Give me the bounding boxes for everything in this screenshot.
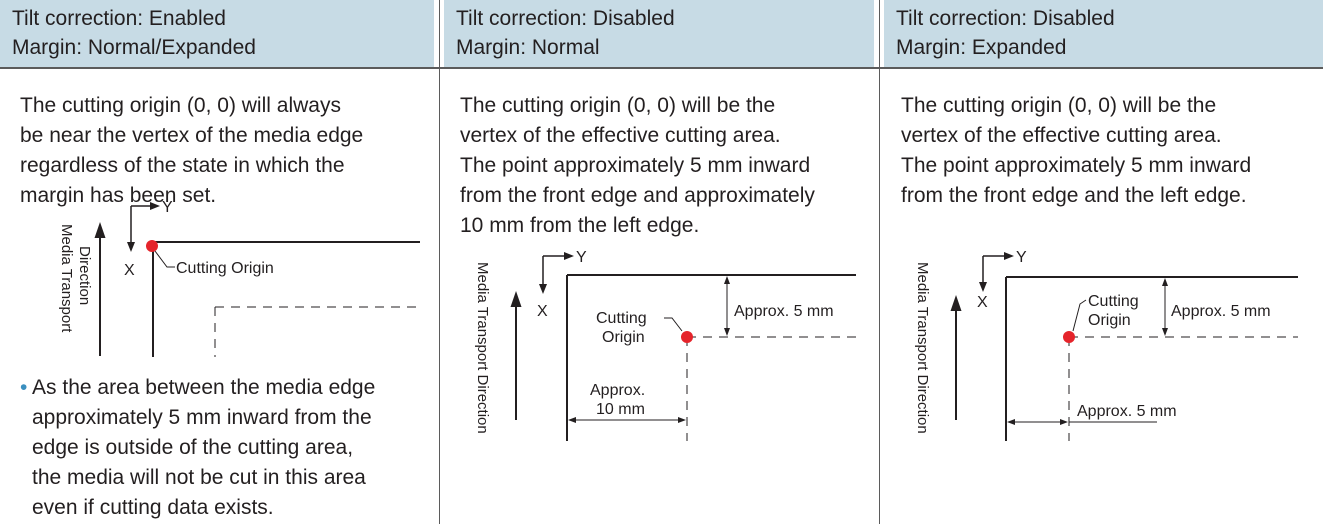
media-transport-label-1: Media Transport bbox=[58, 224, 75, 333]
y-axis-arrow-head bbox=[1004, 252, 1014, 260]
cutting-origin-dot bbox=[681, 331, 693, 343]
column-3-description: The cutting origin (0, 0) will be the ve… bbox=[901, 91, 1251, 211]
x-axis-label: X bbox=[977, 294, 988, 311]
description-line: The cutting origin (0, 0) will be the bbox=[901, 94, 1217, 117]
header-line-2: Margin: Normal/Expanded bbox=[12, 36, 256, 59]
x-axis-label: X bbox=[537, 303, 548, 320]
media-transport-label-2: Direction bbox=[76, 246, 93, 305]
media-transport-label: Media Transport Direction bbox=[914, 262, 931, 434]
front-margin-label: Approx. 5 mm bbox=[1171, 303, 1271, 320]
description-line: regardless of the state in which the bbox=[20, 154, 345, 177]
media-transport-arrow-head bbox=[510, 291, 522, 307]
header-line-2: Margin: Normal bbox=[456, 36, 600, 59]
y-axis-arrow-head bbox=[150, 202, 160, 210]
description-line: 10 mm from the left edge. bbox=[460, 214, 700, 237]
column-1-origin-diagram: Media Transport Direction Y X Cutting Or… bbox=[58, 199, 420, 357]
description-line: be near the vertex of the media edge bbox=[20, 124, 364, 147]
front-margin-label: Approx. 5 mm bbox=[734, 303, 834, 320]
header-line-1: Tilt correction: Disabled bbox=[896, 7, 1115, 30]
y-axis-arrow-head bbox=[564, 252, 574, 260]
header-line-1: Tilt correction: Disabled bbox=[456, 7, 675, 30]
left-margin-label-1: Approx. bbox=[590, 382, 645, 399]
header-line-1: Tilt correction: Enabled bbox=[12, 7, 226, 30]
origin-callout-line bbox=[154, 250, 175, 268]
description-line: The cutting origin (0, 0) will always bbox=[20, 94, 341, 117]
x-axis-label: X bbox=[124, 262, 135, 279]
note-line: edge is outside of the cutting area, bbox=[32, 436, 354, 459]
description-line: margin has been set. bbox=[20, 184, 217, 207]
description-line: from the front edge and approximately bbox=[460, 184, 815, 207]
left-margin-label: Approx. 5 mm bbox=[1077, 403, 1177, 420]
cutting-origin-label-2: Origin bbox=[602, 329, 645, 346]
x-axis-arrow-head bbox=[127, 242, 135, 252]
dimension-arrow-head bbox=[1060, 419, 1068, 425]
column-header-tilt-enabled: Tilt correction: Enabled Margin: Normal/… bbox=[0, 0, 434, 67]
dimension-arrow-head bbox=[724, 328, 730, 336]
header-line-2: Margin: Expanded bbox=[896, 36, 1067, 59]
column-2-origin-diagram: Media Transport Direction Y X Approx. 5 … bbox=[474, 249, 856, 441]
note-line: the media will not be cut in this area bbox=[32, 466, 366, 489]
column-header-tilt-disabled-normal: Tilt correction: Disabled Margin: Normal bbox=[444, 0, 874, 67]
cutting-origin-label-1: Cutting bbox=[1088, 293, 1139, 310]
dimension-arrow-head bbox=[1162, 278, 1168, 286]
origin-callout-line bbox=[664, 317, 683, 332]
origin-callout-line bbox=[1072, 299, 1087, 332]
cutting-origin-label: Cutting Origin bbox=[176, 260, 274, 277]
description-line: The point approximately 5 mm inward bbox=[460, 154, 811, 177]
cutting-origin-dot bbox=[1063, 331, 1075, 343]
dimension-arrow-head bbox=[724, 276, 730, 284]
media-transport-arrow-head bbox=[94, 222, 106, 238]
dimension-arrow-head bbox=[1007, 419, 1015, 425]
note-line: even if cutting data exists. bbox=[32, 496, 274, 519]
description-line: The cutting origin (0, 0) will be the bbox=[460, 94, 776, 117]
cutting-origin-label-2: Origin bbox=[1088, 312, 1131, 329]
column-1-note: • As the area between the media edge app… bbox=[20, 373, 375, 523]
description-line: vertex of the effective cutting area. bbox=[901, 124, 1222, 147]
description-line: from the front edge and the left edge. bbox=[901, 184, 1247, 207]
column-1-description: The cutting origin (0, 0) will always be… bbox=[20, 91, 363, 211]
dimension-arrow-head bbox=[568, 417, 576, 423]
note-text: As the area between the media edge bbox=[32, 376, 376, 399]
y-axis-label: Y bbox=[576, 249, 587, 266]
header-rule bbox=[0, 67, 1323, 69]
x-axis-arrow-head bbox=[979, 282, 987, 292]
column-2-description: The cutting origin (0, 0) will be the ve… bbox=[460, 91, 815, 241]
description-line: The point approximately 5 mm inward bbox=[901, 154, 1252, 177]
x-axis-arrow-head bbox=[539, 284, 547, 294]
note-line: approximately 5 mm inward from the bbox=[32, 406, 372, 429]
description-line: vertex of the effective cutting area. bbox=[460, 124, 781, 147]
column-3-origin-diagram: Media Transport Direction Y X Approx. 5 … bbox=[914, 249, 1298, 441]
left-margin-label-2: 10 mm bbox=[596, 401, 645, 418]
cutting-origin-label-1: Cutting bbox=[596, 310, 647, 327]
column-header-tilt-disabled-expanded: Tilt correction: Disabled Margin: Expand… bbox=[884, 0, 1323, 67]
bullet-icon: • bbox=[20, 376, 28, 399]
column-divider-1 bbox=[439, 0, 440, 524]
media-transport-arrow-head bbox=[950, 295, 962, 311]
column-divider-2 bbox=[879, 0, 880, 524]
media-transport-label: Media Transport Direction bbox=[474, 262, 491, 434]
dimension-arrow-head bbox=[678, 417, 686, 423]
cutting-origin-dot bbox=[146, 240, 158, 252]
y-axis-label: Y bbox=[162, 199, 173, 216]
dimension-arrow-head bbox=[1162, 328, 1168, 336]
note-line: • As the area between the media edge bbox=[20, 373, 375, 403]
y-axis-label: Y bbox=[1016, 249, 1027, 266]
